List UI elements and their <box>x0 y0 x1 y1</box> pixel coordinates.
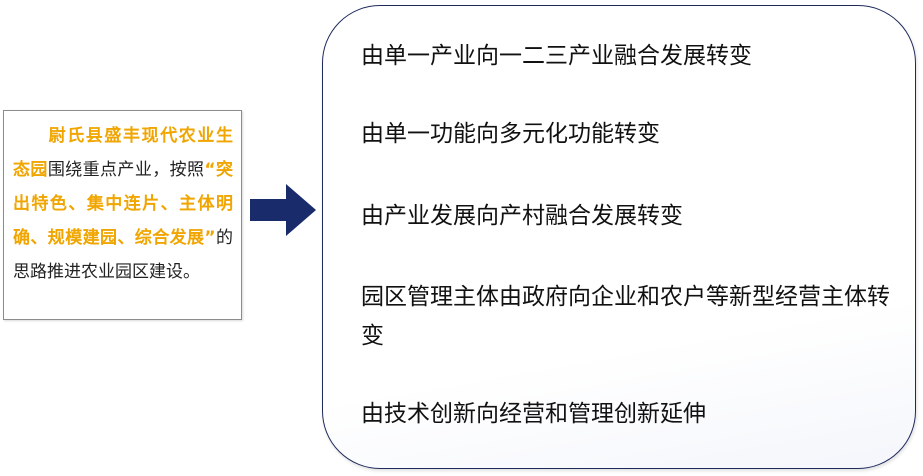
closing-text: 的思路推进农业园区建设。 <box>13 228 233 282</box>
summary-box: 尉氏县盛丰现代农业生态园围绕重点产业，按照“突出特色、集中连片、主体明确、规模建… <box>3 110 242 320</box>
transformation-item-1: 由单一产业向一二三产业融合发展转变 <box>361 43 752 69</box>
transformation-item-4: 园区管理主体由政府向企业和农户等新型经营主体转变 <box>361 284 890 349</box>
transformation-list-box: 由单一产业向一二三产业融合发展转变 由单一功能向多元化功能转变 由产业发展向产村… <box>322 5 916 469</box>
transformation-item-3: 由产业发展向产村融合发展转变 <box>361 203 683 229</box>
transformation-item-2: 由单一功能向多元化功能转变 <box>361 121 660 147</box>
approach-text: “突出特色、集中连片、主体明确、规模建园、综合发展” <box>13 160 233 248</box>
transformation-item-5: 由技术创新向经营和管理创新延伸 <box>361 401 706 427</box>
right-arrow-icon <box>250 184 316 236</box>
park-name-text: 尉氏县盛丰现代农业生态园 <box>13 126 233 180</box>
intro-text: 围绕重点产业，按照 <box>47 160 205 180</box>
